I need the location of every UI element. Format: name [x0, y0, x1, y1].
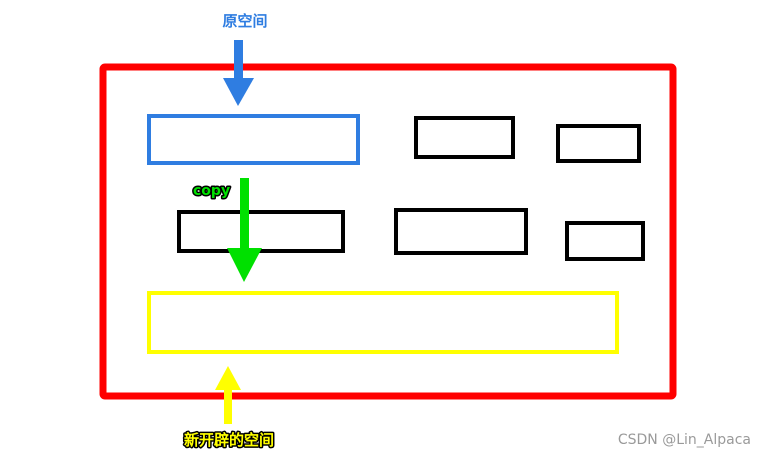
memory-block	[394, 208, 528, 255]
copy-label: copy	[193, 183, 230, 199]
original-space-label: 原空间	[222, 12, 267, 30]
memory-block	[177, 210, 345, 253]
new-space-label: 新开辟的空间	[184, 431, 274, 449]
watermark: CSDN @Lin_Alpaca	[617, 432, 751, 448]
new-space-block	[147, 291, 619, 354]
memory-block	[556, 124, 641, 163]
copy-arrow	[227, 178, 262, 282]
memory-block	[414, 116, 515, 159]
memory-block	[565, 221, 645, 261]
original-space-block	[147, 114, 360, 165]
outer-frame	[99, 63, 677, 400]
new-space-arrow	[215, 366, 241, 424]
original-space-arrow	[223, 40, 254, 106]
